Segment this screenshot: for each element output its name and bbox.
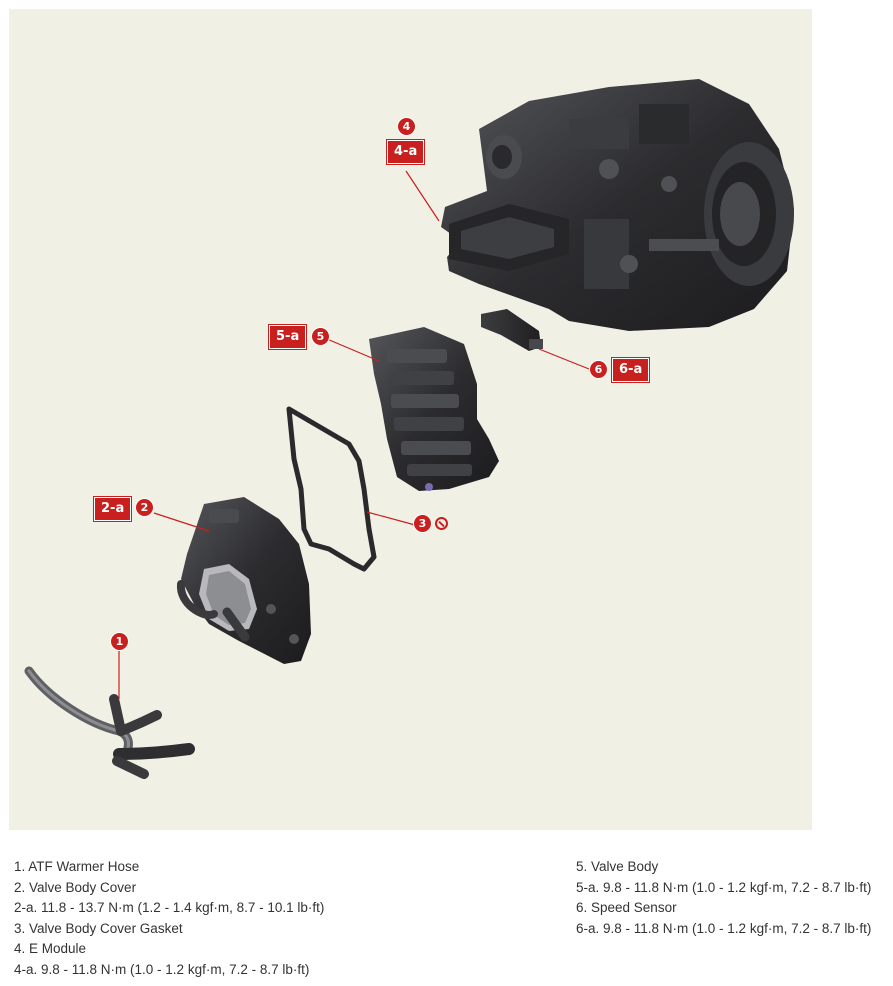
callout-2: 2 bbox=[136, 499, 153, 516]
legend-item: 4. E Module bbox=[14, 941, 87, 957]
legend-item: 4-a. 9.8 - 11.8 N·m (1.0 - 1.2 kgf·m, 7.… bbox=[14, 961, 310, 977]
legend-item: 5. Valve Body bbox=[576, 859, 659, 874]
callout-3: 3 bbox=[414, 515, 431, 532]
valve-body-cover-part bbox=[177, 497, 311, 664]
do-not-reuse-icon bbox=[435, 517, 448, 530]
callout-5a: 5-a bbox=[269, 325, 307, 349]
exploded-view-figure: 4 4-a 5-a 5 6 6-a 2-a 2 3 1 bbox=[9, 9, 812, 830]
valve-body-part bbox=[369, 327, 499, 491]
leader-lines bbox=[118, 170, 590, 699]
e-module-part bbox=[441, 79, 794, 331]
legend-item: 6-a. 9.8 - 11.8 N·m (1.0 - 1.2 kgf·m, 7.… bbox=[576, 920, 872, 936]
legend-left-column: 1. ATF Warmer Hose 2. Valve Body Cover 2… bbox=[14, 857, 324, 981]
legend-item: 6. Speed Sensor bbox=[576, 900, 677, 916]
valve-body-cover-gasket-part bbox=[286, 406, 377, 572]
legend-item: 2. Valve Body Cover bbox=[14, 879, 137, 895]
legend-right-column: 5. Valve Body 5-a. 9.8 - 11.8 N·m (1.0 -… bbox=[576, 857, 871, 939]
callout-4: 4 bbox=[398, 118, 415, 135]
callout-2a: 2-a bbox=[94, 497, 132, 521]
callout-6: 6 bbox=[590, 361, 607, 378]
legend-item: 1. ATF Warmer Hose bbox=[14, 859, 140, 874]
speed-sensor-part bbox=[481, 309, 543, 351]
legend-item: 5-a. 9.8 - 11.8 N·m (1.0 - 1.2 kgf·m, 7.… bbox=[576, 879, 872, 895]
callout-1: 1 bbox=[111, 633, 128, 650]
legend-item: 3. Valve Body Cover Gasket bbox=[14, 920, 183, 936]
callout-4a: 4-a bbox=[387, 140, 425, 164]
callout-6a: 6-a bbox=[612, 358, 650, 382]
callout-5: 5 bbox=[312, 328, 329, 345]
atf-warmer-hose-part bbox=[24, 666, 195, 779]
exploded-view-drawing bbox=[24, 79, 794, 779]
legend-item: 2-a. 11.8 - 13.7 N·m (1.2 - 1.4 kgf·m, 8… bbox=[14, 900, 325, 916]
